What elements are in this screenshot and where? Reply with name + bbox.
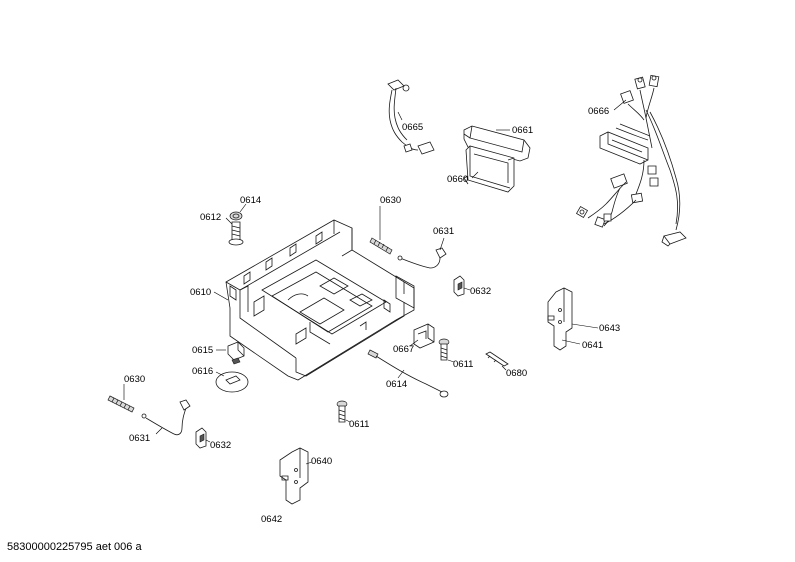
label-0611-mid: 0611: [453, 359, 473, 370]
part-0610-base-frame: [226, 220, 414, 380]
part-0660-housing: [464, 146, 514, 192]
label-0611-low: 0611: [349, 419, 369, 430]
part-0616-disc: [216, 372, 248, 392]
part-0632-clip-left: [196, 428, 206, 448]
part-0632-clip-top: [454, 276, 464, 296]
label-0612: 0612: [200, 212, 221, 223]
part-0614-cap: [230, 212, 242, 220]
label-0616: 0616: [192, 366, 213, 377]
label-0641: 0641: [582, 340, 603, 351]
part-0614-cable-mid: [368, 350, 448, 397]
label-0615: 0615: [192, 345, 213, 356]
document-id: 58300000225795 aet 006 a: [7, 541, 142, 553]
label-0642: 0642: [261, 514, 282, 525]
label-0614-mid: 0614: [386, 379, 407, 390]
part-0631-sensor-cable-left: [142, 400, 190, 435]
label-0630-top: 0630: [380, 195, 401, 206]
part-0631-sensor-cable-top: [398, 248, 446, 268]
label-0640: 0640: [311, 456, 332, 467]
label-0667: 0667: [393, 344, 414, 355]
part-0630-threaded-rod-top: [370, 238, 392, 254]
part-0640-bracket-bottom: [280, 448, 308, 504]
label-0643: 0643: [599, 323, 620, 334]
part-0680-bar: [486, 352, 508, 366]
part-0612-foot: [229, 222, 243, 245]
label-0630-left: 0630: [124, 374, 145, 385]
part-0661-cover: [464, 126, 530, 161]
label-0631-left: 0631: [129, 433, 150, 444]
label-0610: 0610: [190, 287, 211, 298]
label-0614-top: 0614: [240, 195, 261, 206]
part-0615-bushing: [228, 342, 244, 364]
label-0661: 0661: [512, 125, 533, 136]
label-0632-left: 0632: [210, 440, 231, 451]
label-0631-top: 0631: [433, 226, 454, 237]
part-0665-cable-plug: [388, 80, 434, 154]
part-0666-wiring-harness: [577, 75, 686, 246]
part-0630-threaded-rod-left: [108, 396, 134, 412]
label-0680: 0680: [506, 368, 527, 379]
label-0632-top: 0632: [470, 286, 491, 297]
part-0611-foot-low: [337, 401, 347, 422]
part-0641-bracket-right: [548, 288, 572, 350]
label-0666: 0666: [588, 106, 609, 117]
label-0660: 0660: [447, 174, 468, 185]
part-0667-bracket: [414, 324, 434, 348]
part-0611-foot-mid: [439, 339, 449, 360]
label-0665: 0665: [402, 122, 423, 133]
